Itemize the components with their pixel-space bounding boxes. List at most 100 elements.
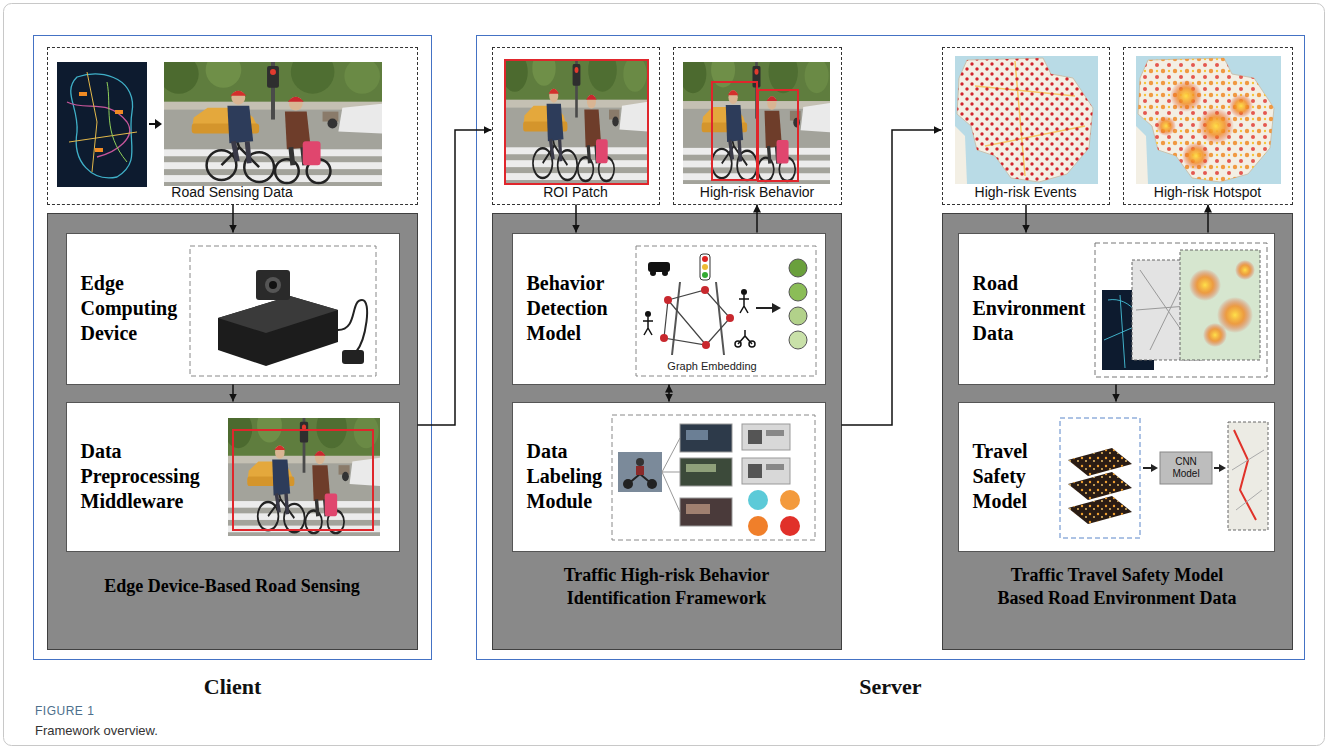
environment-layers-picture — [1189, 269, 1221, 301]
events-map — [955, 56, 1098, 184]
road-network-map — [107, 82, 127, 162]
labeling-picture — [680, 424, 732, 452]
detected-behavior-photo — [680, 50, 830, 184]
labeling-picture — [766, 430, 784, 436]
graph-embedding-picture — [648, 262, 670, 272]
side-heading: Client — [34, 674, 431, 700]
detected-behavior-photo — [712, 82, 757, 180]
figure-caption: Framework overview. — [35, 723, 158, 738]
detected-behavior-photo — [680, 50, 830, 184]
environment-layers-picture — [1203, 323, 1227, 347]
preprocessed-photo — [225, 407, 380, 536]
graph-embedding-picture — [664, 296, 672, 304]
hotspot-map — [1136, 56, 1281, 184]
flow-arrow — [232, 205, 234, 233]
hotspot-map — [1136, 56, 1281, 184]
labeling-picture — [686, 504, 710, 514]
graph-embedding-picture — [660, 334, 668, 342]
group-title: Edge Device-Based Road Sensing — [67, 575, 397, 598]
cnn-model-picture — [1228, 422, 1268, 530]
data-caption: Road Sensing Data — [48, 184, 417, 200]
flow-arrow — [575, 205, 577, 233]
flow-arrow — [668, 385, 670, 402]
graph-embedding-picture — [789, 307, 807, 325]
roi-photo — [502, 48, 648, 184]
graph-embedding-picture — [701, 286, 709, 294]
labeling-picture — [766, 464, 784, 470]
flow-arrow-icon — [149, 123, 156, 125]
graph-embedding-picture — [650, 270, 656, 276]
process-label: Road Environment Data — [973, 271, 1095, 346]
labeling-picture — [748, 464, 762, 478]
events-map — [957, 58, 1093, 182]
figure-number: FIGURE 1 — [35, 704, 94, 718]
road-network-map — [69, 72, 137, 172]
graph-embedding-picture — [756, 307, 772, 309]
process-label: Data Labeling Module — [527, 439, 611, 514]
flow-arrow-icon — [155, 119, 162, 129]
labeling-picture — [636, 458, 644, 466]
edge-device-picture — [256, 270, 290, 300]
graph-embedding-picture — [702, 272, 708, 278]
edge-device-picture — [265, 277, 281, 293]
cnn-model-picture — [1160, 452, 1212, 484]
labeling-picture — [748, 490, 768, 510]
labeling-picture — [748, 430, 762, 444]
labeling-picture — [780, 516, 800, 536]
process-label: Behavior Detection Model — [527, 271, 637, 346]
labeling-picture — [618, 452, 662, 492]
flow-arrow — [232, 385, 234, 402]
events-map — [957, 58, 1093, 182]
labeling-picture — [742, 458, 790, 484]
graph-embedding-picture — [700, 254, 710, 280]
road-network-map — [57, 62, 147, 187]
roi-photo — [505, 60, 648, 184]
labeling-picture — [686, 464, 716, 472]
hotspot-map — [1182, 142, 1210, 170]
graph-embedding-picture — [789, 331, 807, 349]
hotspot-map — [1138, 58, 1274, 182]
cnn-model-picture — [1232, 450, 1264, 510]
roi-photo — [502, 48, 648, 184]
data-caption: High-risk Events — [943, 184, 1109, 200]
group-title: Traffic Travel Safety Model Based Road E… — [991, 564, 1243, 610]
side-heading: Server — [477, 674, 1304, 700]
process-label: Travel Safety Model — [973, 439, 1053, 514]
road-network-map — [71, 74, 133, 178]
graph-embedding-picture — [789, 283, 807, 301]
hotspot-map — [1138, 58, 1274, 182]
road-network-map — [67, 102, 130, 157]
figure-frame — [4, 4, 1325, 746]
hotspot-map — [1198, 108, 1234, 144]
cnn-model-picture — [1143, 467, 1152, 469]
data-caption: High-risk Hotspot — [1124, 184, 1292, 200]
labeling-picture — [628, 474, 652, 484]
hotspot-map — [1136, 126, 1148, 184]
graph-embedding-picture — [702, 341, 710, 349]
labeling-picture — [680, 458, 732, 486]
labeling-picture — [636, 466, 644, 475]
graph-embedding-picture — [662, 270, 668, 276]
preprocessed-photo — [225, 407, 380, 536]
edge-device-picture — [269, 281, 277, 289]
group-title: Traffic High-risk Behavior Identificatio… — [517, 564, 817, 610]
figure-annotation: Graph Embedding — [667, 360, 756, 373]
graph-embedding-picture — [726, 314, 734, 322]
cnn-model-picture — [1234, 430, 1256, 520]
detected-behavior-photo — [758, 90, 798, 181]
events-map — [955, 126, 967, 184]
environment-layers-picture — [1180, 250, 1260, 360]
events-map — [955, 56, 1098, 184]
environment-layers-picture — [1235, 260, 1255, 280]
graph-embedding-picture — [741, 289, 747, 295]
model-tag: CNN Model — [1163, 456, 1209, 480]
flow-arrow — [1025, 205, 1027, 233]
preprocessed-photo — [233, 430, 373, 530]
road-network-map — [95, 148, 103, 152]
labeling-picture — [742, 424, 790, 450]
flow-arrow — [418, 130, 492, 425]
graph-embedding-picture — [702, 256, 708, 262]
flow-arrow — [1207, 205, 1209, 233]
